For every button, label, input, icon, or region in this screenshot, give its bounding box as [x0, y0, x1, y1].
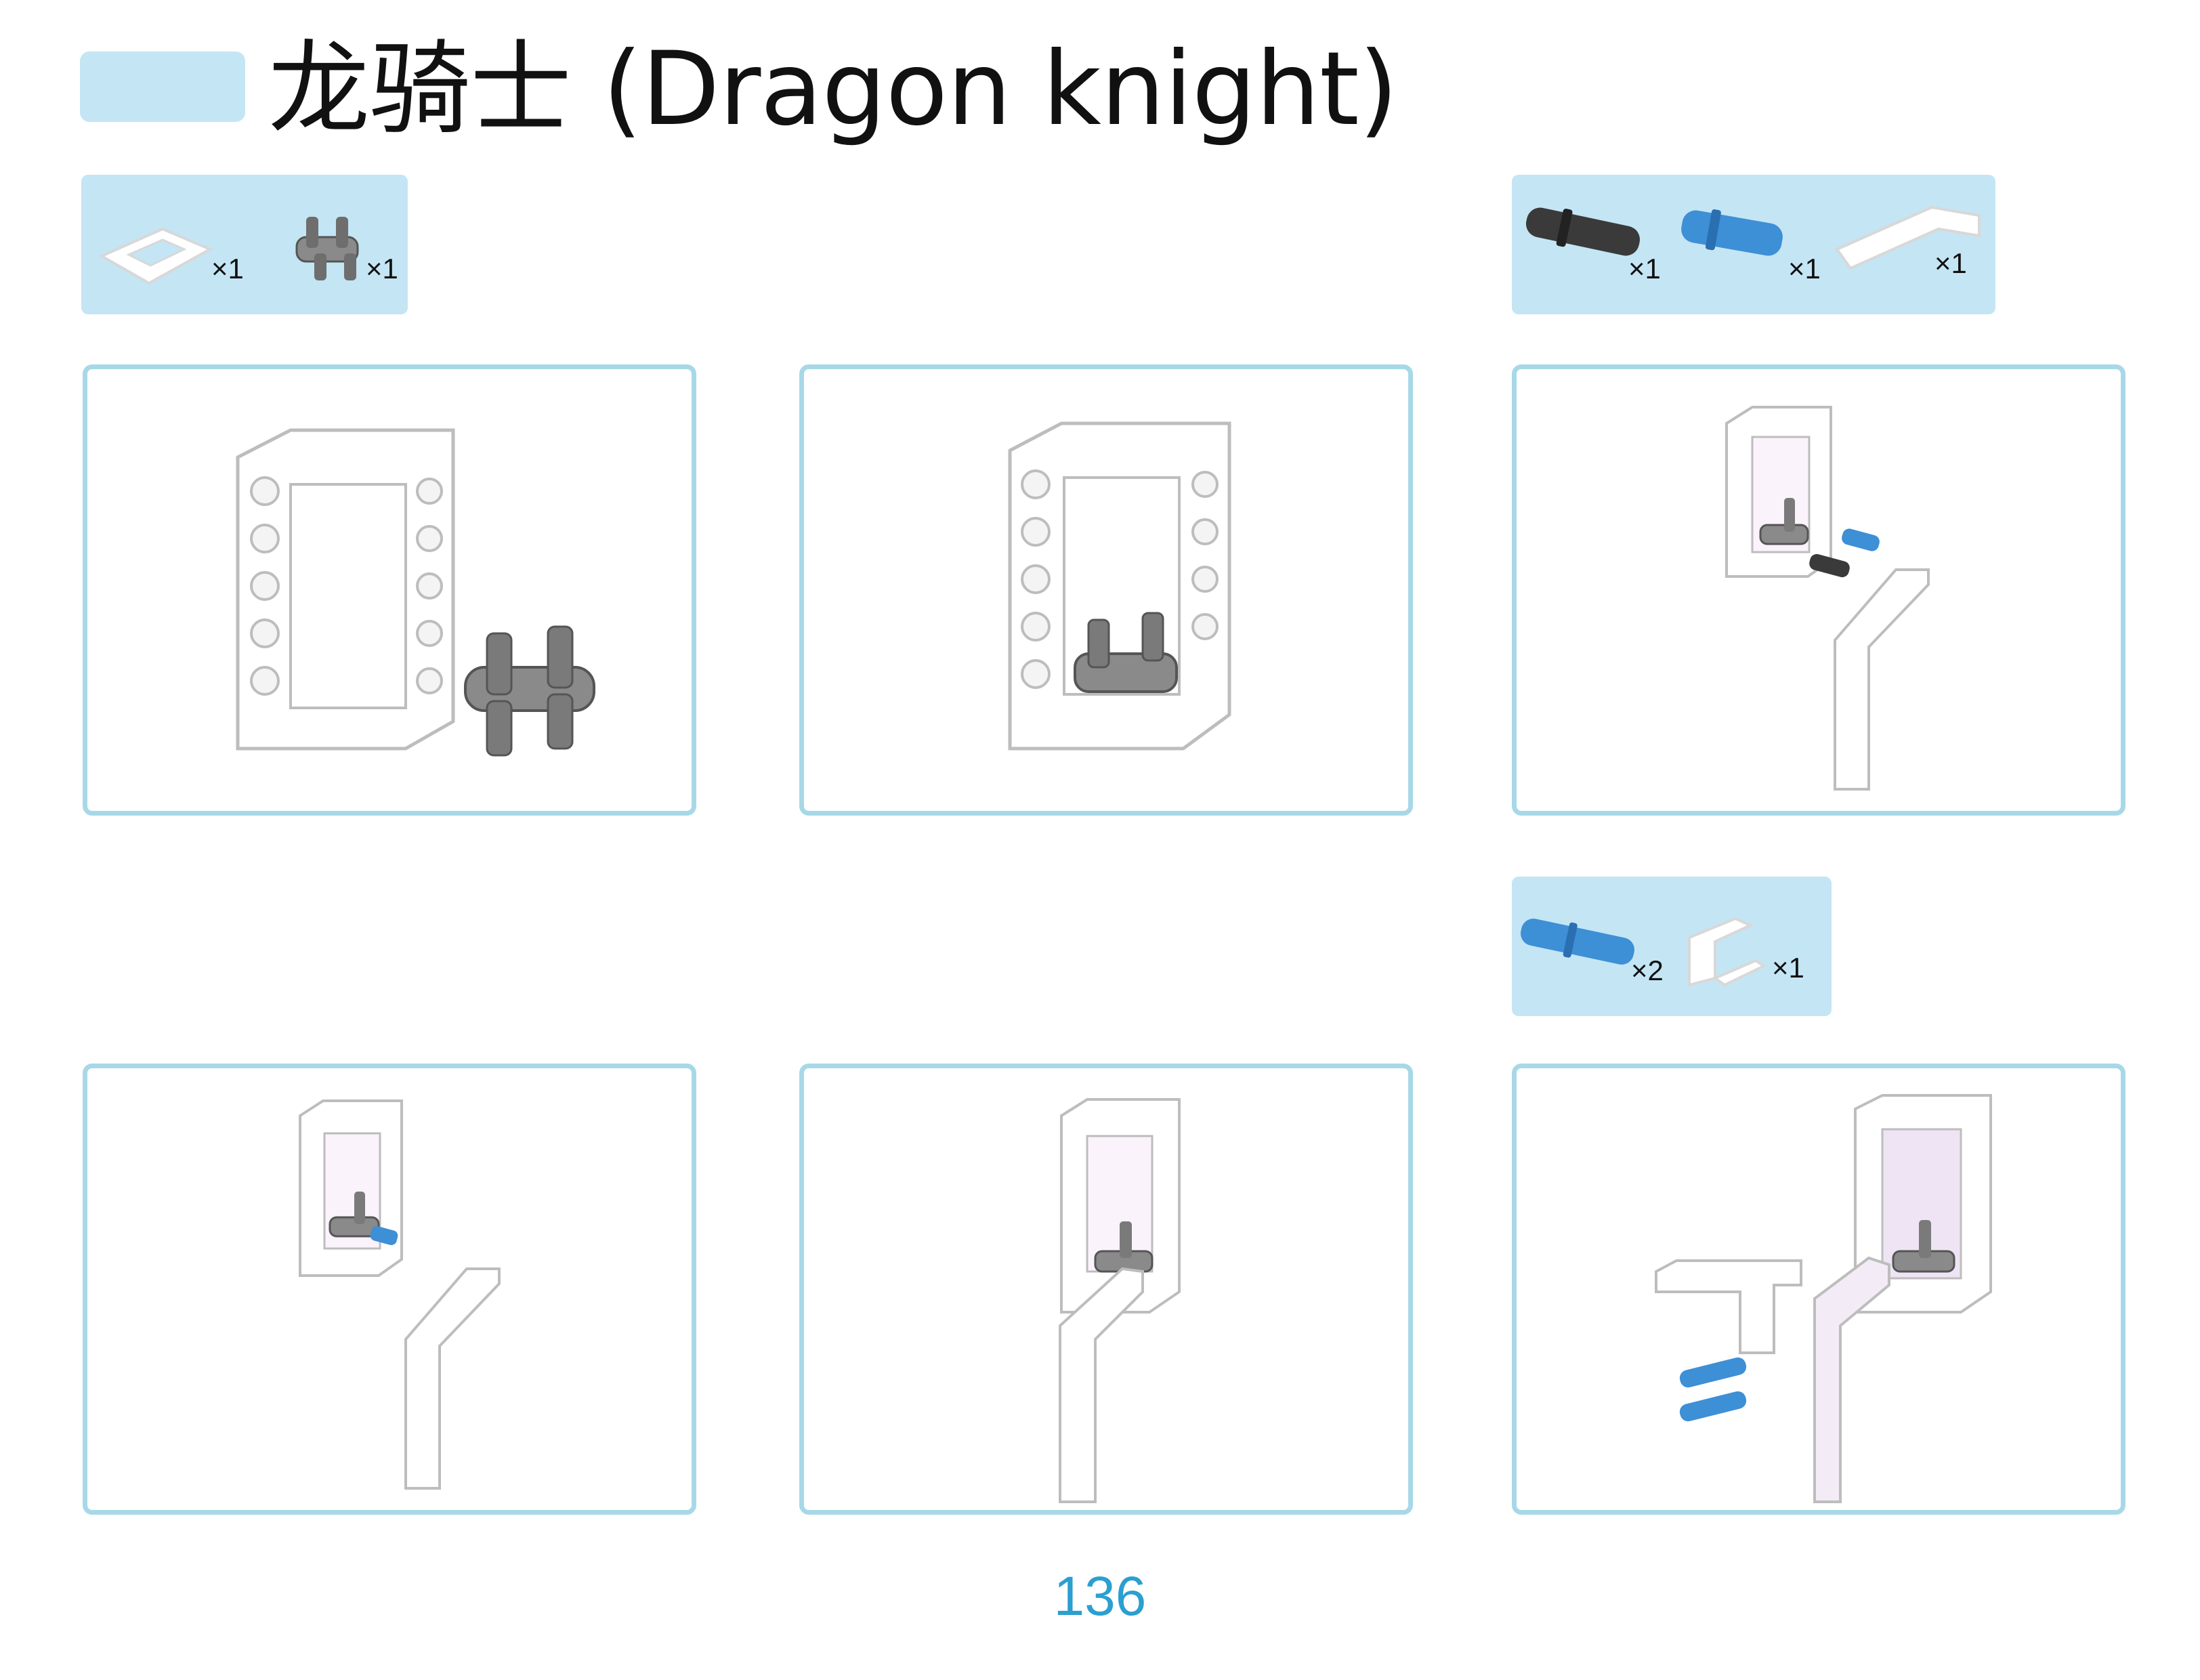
step-panel-6: [1512, 1064, 2125, 1515]
grey-double-pin-connector-icon: [1759, 498, 1809, 545]
black-pin-icon: [1526, 207, 1640, 256]
part-quantity: ×1: [1788, 253, 1821, 285]
white-l-beam-icon: [1688, 917, 1767, 987]
blue-long-pin-icon: [1521, 919, 1634, 965]
white-open-frame-icon: [98, 227, 213, 285]
page-number: 136: [1053, 1566, 1147, 1627]
step-1-illustration: [236, 428, 595, 757]
part-quantity: ×1: [1934, 247, 1967, 279]
white-l-beam-icon: [1655, 1259, 1802, 1354]
parts-list-3: ×2 ×1: [1512, 877, 1832, 1016]
title-accent-bar: [80, 51, 245, 122]
grey-double-pin-connector-icon: [329, 1192, 380, 1238]
step-panel-1: [83, 364, 696, 816]
step-panel-4: [83, 1064, 696, 1515]
step-panel-3: [1512, 364, 2125, 816]
parts-list-3-illustrations: [1521, 917, 1767, 987]
white-open-frame-icon: [236, 428, 455, 751]
part-quantity: ×1: [366, 253, 398, 285]
black-pin-icon: [1809, 553, 1850, 578]
grey-double-pin-connector-icon: [464, 625, 595, 757]
white-open-frame-icon: [299, 1099, 403, 1277]
part-quantity: ×1: [1772, 952, 1804, 984]
parts-list-1-illustrations: [98, 217, 359, 285]
part-quantity: ×2: [1631, 954, 1664, 986]
white-bent-beam-icon: [1059, 1267, 1144, 1503]
blue-long-pin-icon: [1679, 1357, 1747, 1422]
page-title: 龙骑士 (Dragon knight): [268, 30, 1398, 148]
blue-pin-icon: [370, 1225, 398, 1246]
grey-double-pin-connector-icon: [295, 217, 359, 280]
white-open-frame-icon: [1725, 406, 1832, 578]
white-bent-beam-icon: [1834, 205, 1981, 270]
step-6-illustration: [1655, 1094, 1992, 1503]
step-panel-2: [799, 364, 1413, 816]
step-panel-5: [799, 1064, 1413, 1515]
white-open-frame-icon: [1008, 421, 1231, 751]
step-3-illustration: [1725, 406, 1930, 791]
part-quantity: ×1: [211, 253, 244, 285]
grey-double-pin-connector-icon: [1892, 1220, 1955, 1273]
step-5-illustration: [1059, 1098, 1181, 1503]
parts-list-2-illustrations: [1526, 205, 1981, 270]
blue-pin-icon: [1842, 528, 1880, 551]
white-bent-beam-icon: [404, 1267, 501, 1490]
blue-pin-icon: [1681, 209, 1783, 256]
white-bent-beam-icon: [1834, 568, 1930, 791]
part-quantity: ×1: [1628, 253, 1661, 285]
parts-list-2: ×1 ×1 ×2 ×1: [1512, 175, 1995, 314]
grey-double-pin-connector-icon: [1074, 612, 1178, 693]
step-4-illustration: [299, 1099, 501, 1490]
step-2-illustration: [1008, 421, 1231, 751]
white-bent-beam-icon: [1813, 1256, 1890, 1503]
parts-list-1: ×1 ×1: [81, 175, 408, 314]
